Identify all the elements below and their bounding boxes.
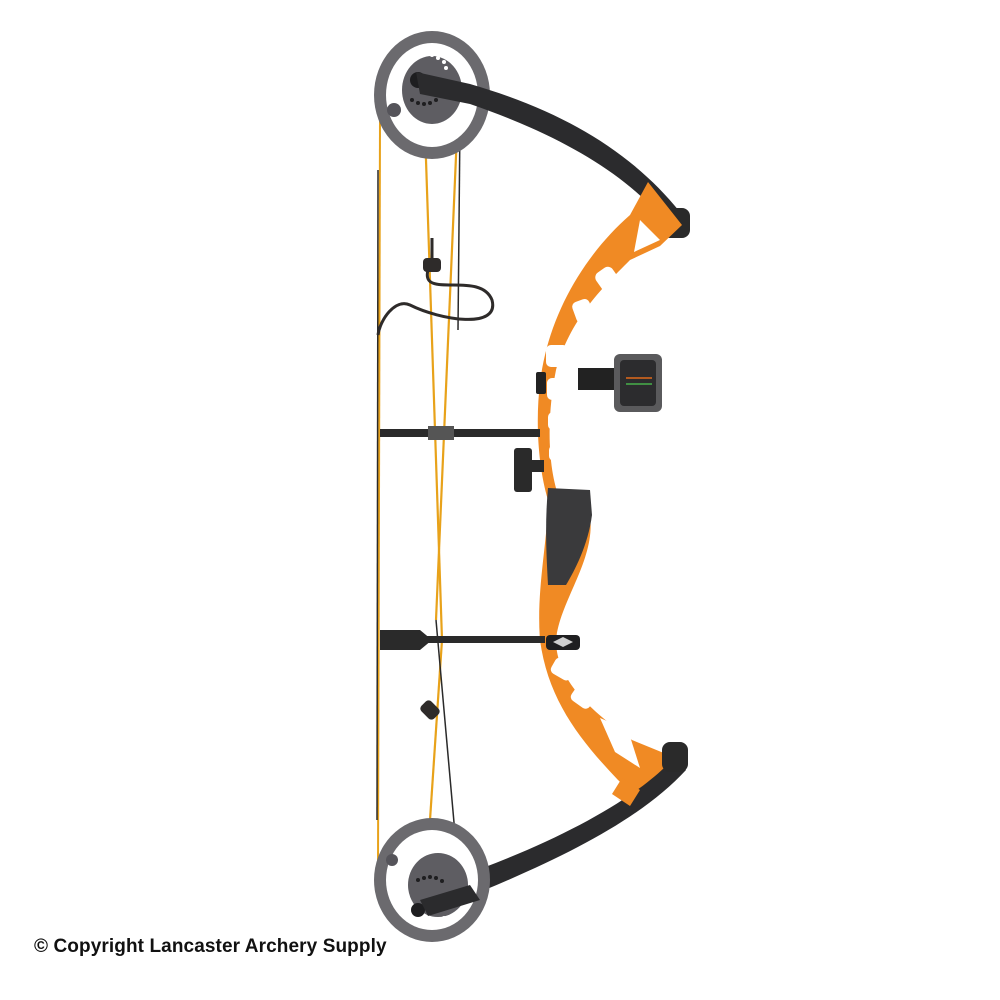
peep-sight-tubing (376, 238, 495, 336)
riser-cutouts (546, 220, 660, 768)
rod-end-cap (380, 630, 432, 650)
stabilizer-rod (380, 636, 545, 643)
lower-limb-pocket (662, 742, 688, 772)
grip (546, 488, 592, 585)
strings (376, 99, 461, 891)
string-silencer (420, 700, 440, 720)
copyright-caption: © Copyright Lancaster Archery Supply (34, 936, 387, 957)
cable-slide (428, 426, 454, 440)
upper-limb (416, 72, 680, 228)
arrow-rest (514, 448, 532, 492)
lower-cam (374, 818, 490, 942)
sight (536, 354, 662, 412)
cable-guard-rod (380, 429, 540, 437)
